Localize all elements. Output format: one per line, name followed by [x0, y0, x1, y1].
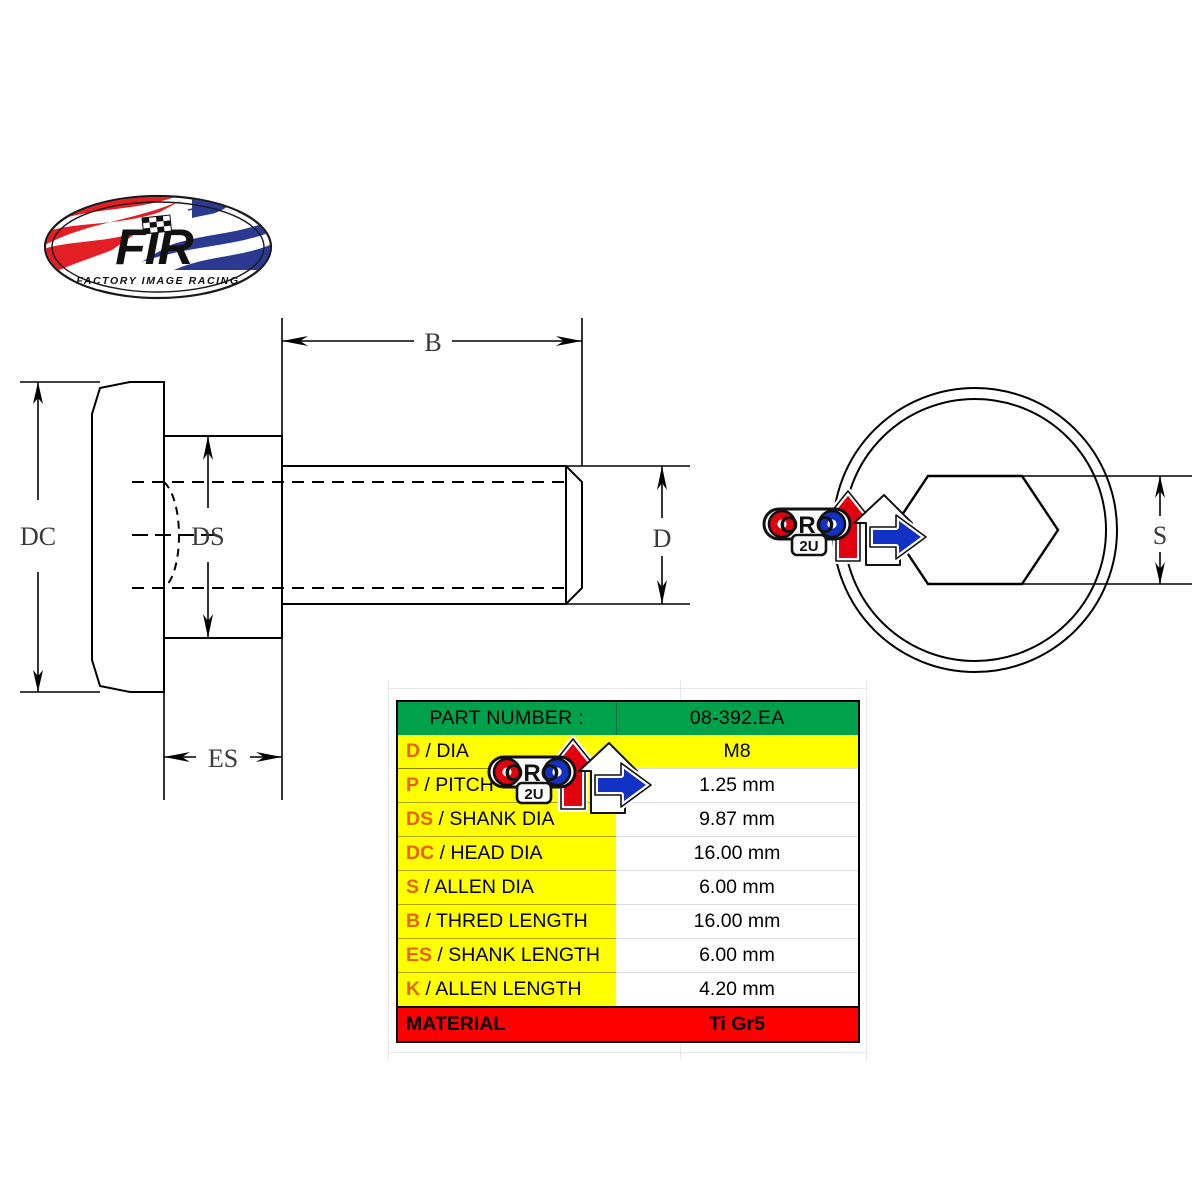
table-row-material: MATERIAL Ti Gr5 — [397, 1006, 859, 1042]
spec-name: DIA — [436, 739, 469, 762]
spec-prefix: D — [406, 739, 421, 762]
dim-b — [281, 318, 583, 466]
spec-value: 16.00 mm — [616, 836, 859, 871]
spec-value: 6.00 mm — [616, 870, 859, 905]
dim-dc-label: DC — [20, 522, 56, 551]
spec-prefix: P — [406, 773, 420, 796]
allen-socket-arc — [163, 481, 180, 589]
dim-dc — [20, 381, 100, 693]
table-row: B / THRED LENGTH 16.00 mm — [397, 904, 859, 939]
spec-name: SHANK DIA — [449, 807, 555, 830]
table-row: K / ALLEN LENGTH 4.20 mm — [397, 972, 859, 1008]
spec-name: HEAD DIA — [450, 841, 543, 864]
dim-ds — [176, 435, 250, 639]
spec-separator: / — [432, 943, 449, 966]
material-value: Ti Gr5 — [616, 1006, 859, 1042]
grid-line — [388, 1052, 868, 1053]
spec-value: 16.00 mm — [616, 904, 859, 939]
bolt-top-view-body — [832, 387, 1118, 673]
bolt-thread-outline — [281, 465, 583, 605]
spec-label: ES / SHANK LENGTH — [397, 938, 616, 973]
spec-label: DC / HEAD DIA — [397, 836, 616, 871]
spec-prefix: ES — [406, 943, 433, 966]
spec-label: P / PITCH — [397, 768, 616, 803]
spec-separator: / — [419, 875, 435, 898]
spec-name: ALLEN DIA — [434, 875, 534, 898]
material-label: MATERIAL — [397, 1006, 616, 1042]
spec-prefix: K — [406, 977, 421, 1000]
spec-name: SHANK LENGTH — [448, 943, 600, 966]
spec-label: K / ALLEN LENGTH — [397, 972, 616, 1008]
spec-label: S / ALLEN DIA — [397, 870, 616, 905]
spec-separator: / — [433, 807, 450, 830]
spec-label: B / THRED LENGTH — [397, 904, 616, 939]
grid-line — [388, 680, 389, 1060]
spec-separator: / — [420, 977, 436, 1000]
logo-oval-inner — [51, 201, 265, 293]
bolt-head-outline — [91, 381, 165, 693]
spec-label: DS / SHANK DIA — [397, 802, 616, 837]
grid-line — [388, 688, 868, 689]
dim-es-label: ES — [208, 744, 238, 773]
spec-value: 4.20 mm — [616, 972, 859, 1007]
spec-value: 1.25 mm — [616, 768, 859, 803]
dim-d — [566, 465, 690, 605]
table-row: ES / SHANK LENGTH 6.00 mm — [397, 938, 859, 973]
dim-d-label: D — [653, 524, 672, 553]
logo-tagline: FACTORY IMAGE RACING — [76, 275, 239, 287]
allen-socket-hexagon — [890, 474, 1060, 586]
spec-name: ALLEN LENGTH — [435, 977, 582, 1000]
spec-name: PITCH — [435, 773, 494, 796]
spec-name: THRED LENGTH — [436, 909, 588, 932]
spec-separator: / — [419, 773, 436, 796]
spec-value: 6.00 mm — [616, 938, 859, 973]
table-row: S / ALLEN DIA 6.00 mm — [397, 870, 859, 905]
bolt-side-view-body — [91, 381, 583, 693]
dim-s-label: S — [1153, 521, 1167, 550]
hidden-thread-lines — [132, 481, 566, 589]
table-row: DC / HEAD DIA 16.00 mm — [397, 836, 859, 871]
logo-swoosh-group — [46, 197, 270, 297]
dim-ds-label: DS — [191, 522, 224, 551]
table-row-part-number: PART NUMBER : 08-392.EA — [397, 701, 859, 735]
spec-value: 9.87 mm — [616, 802, 859, 837]
part-number-label: PART NUMBER : — [397, 701, 616, 735]
table-row: P / PITCH 1.25 mm — [397, 768, 859, 803]
spec-separator: / — [420, 739, 437, 762]
checkered-flag-icon — [141, 214, 173, 235]
spec-separator: / — [420, 909, 436, 932]
spec-prefix: S — [406, 875, 420, 898]
dim-s — [1022, 475, 1192, 585]
spec-value: M8 — [616, 735, 859, 769]
specification-table: PART NUMBER : 08-392.EA D / DIA M8 P / P… — [396, 700, 860, 1043]
spec-label: D / DIA — [397, 735, 616, 769]
spec-prefix: DC — [406, 841, 435, 864]
table-row: D / DIA M8 — [397, 735, 859, 769]
fir-logo: FIR FACTORY IMAGE RACING — [43, 194, 273, 300]
grid-line — [866, 680, 867, 1060]
spec-separator: / — [434, 841, 451, 864]
part-number-value: 08-392.EA — [615, 701, 859, 735]
dim-es — [163, 638, 283, 800]
table-row: DS / SHANK DIA 9.87 mm — [397, 802, 859, 837]
spec-prefix: DS — [406, 807, 434, 830]
spec-prefix: B — [406, 909, 421, 932]
dim-b-label: B — [424, 328, 441, 357]
